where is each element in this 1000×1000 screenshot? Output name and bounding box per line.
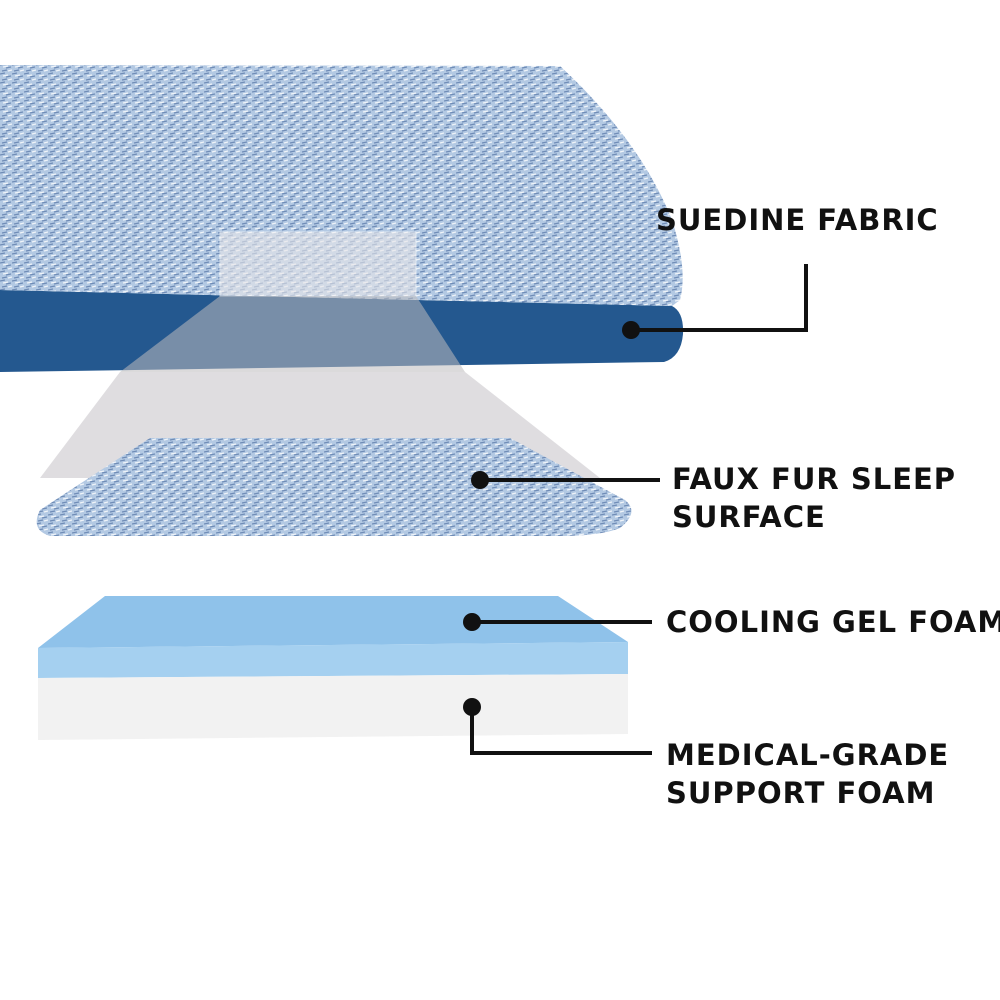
callout-dot-icon xyxy=(471,471,489,489)
medical-label-line2: SUPPORT FOAM xyxy=(666,776,936,810)
faux-fur-label: FAUX FUR SLEEP SURFACE xyxy=(672,460,956,536)
suedine-callout-line xyxy=(632,264,808,332)
faux-fur-label-line2: SURFACE xyxy=(672,500,826,534)
callout-dot-icon xyxy=(622,321,640,339)
cooling-label-line1: COOLING GEL FOAM xyxy=(666,605,1000,639)
zoom-selection-box xyxy=(219,231,417,297)
faux-fur-sleep-surface xyxy=(36,438,632,536)
medical-foam-label: MEDICAL-GRADE SUPPORT FOAM xyxy=(666,736,949,812)
callout-dot-icon xyxy=(463,698,481,716)
cooling-gel-foam-top xyxy=(38,596,628,648)
suedine-label-line1: SUEDINE FABRIC xyxy=(656,203,939,237)
support-foam-block xyxy=(38,674,628,740)
cooling-gel-foam-side xyxy=(38,642,628,678)
faux-fur-label-line1: FAUX FUR SLEEP xyxy=(672,462,957,496)
fur-top-surface xyxy=(0,65,683,306)
medical-label-line1: MEDICAL-GRADE xyxy=(666,738,950,772)
zoom-funnel-upper xyxy=(120,296,465,372)
medical-callout-line xyxy=(470,707,652,755)
callout-dot-icon xyxy=(463,613,481,631)
cooling-gel-label: COOLING GEL FOAM xyxy=(666,603,1000,641)
suedine-fabric-label: SUEDINE FABRIC xyxy=(656,201,939,239)
